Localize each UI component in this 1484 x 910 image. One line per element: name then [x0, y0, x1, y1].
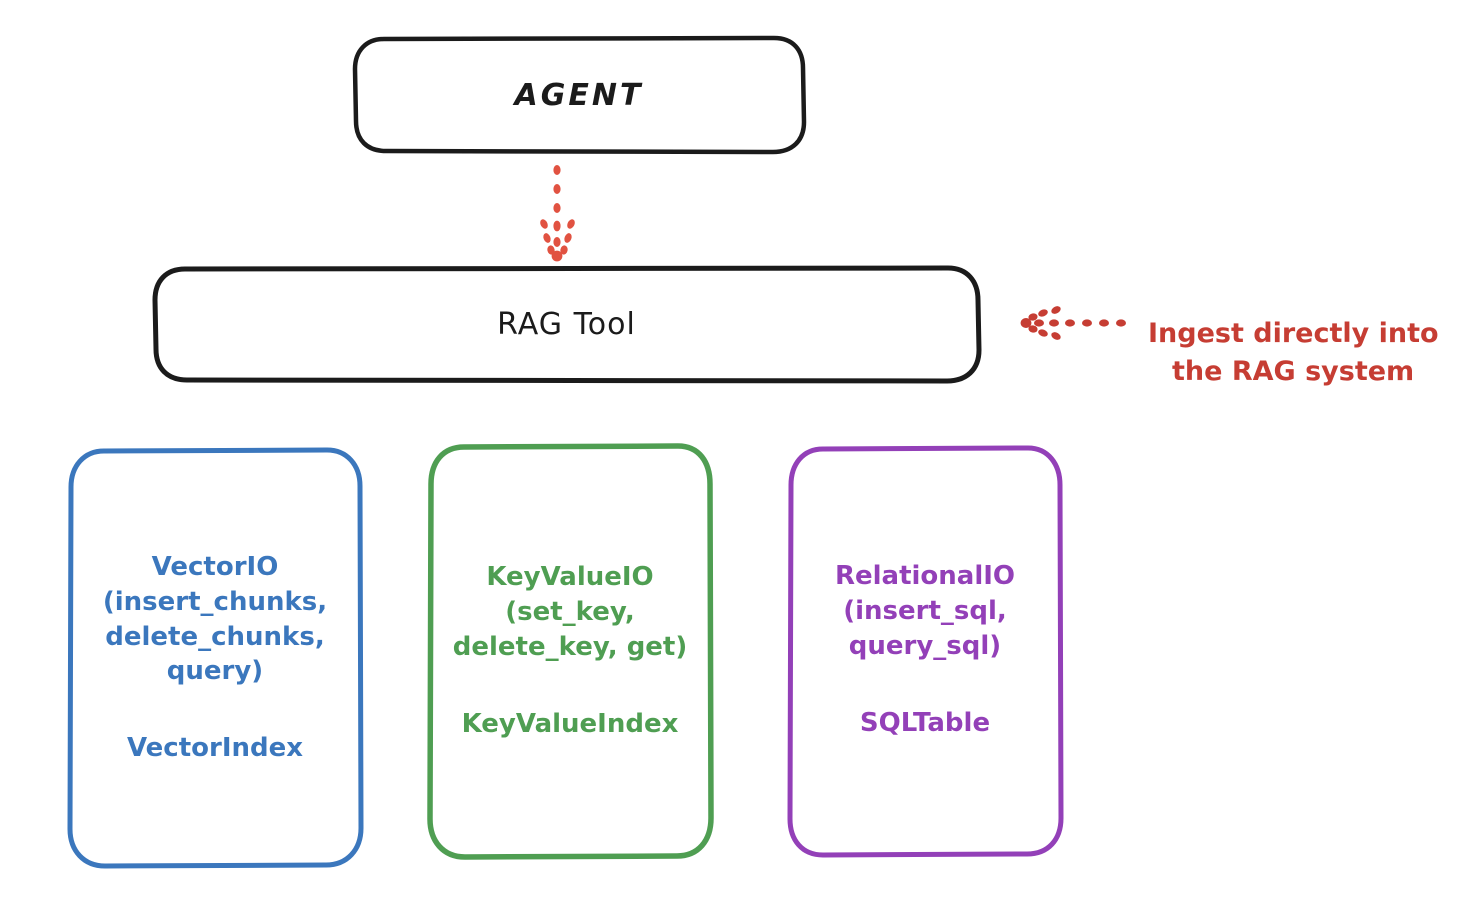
agent-to-rag-arrow	[540, 165, 575, 262]
key-value-io-box[interactable]	[427, 443, 714, 860]
rag-tool-box[interactable]	[152, 265, 982, 384]
vector-io-box[interactable]	[67, 447, 364, 869]
relational-io-box[interactable]	[787, 445, 1064, 858]
ingest-annotation-arrow	[1020, 306, 1126, 340]
agent-box[interactable]	[352, 35, 807, 155]
